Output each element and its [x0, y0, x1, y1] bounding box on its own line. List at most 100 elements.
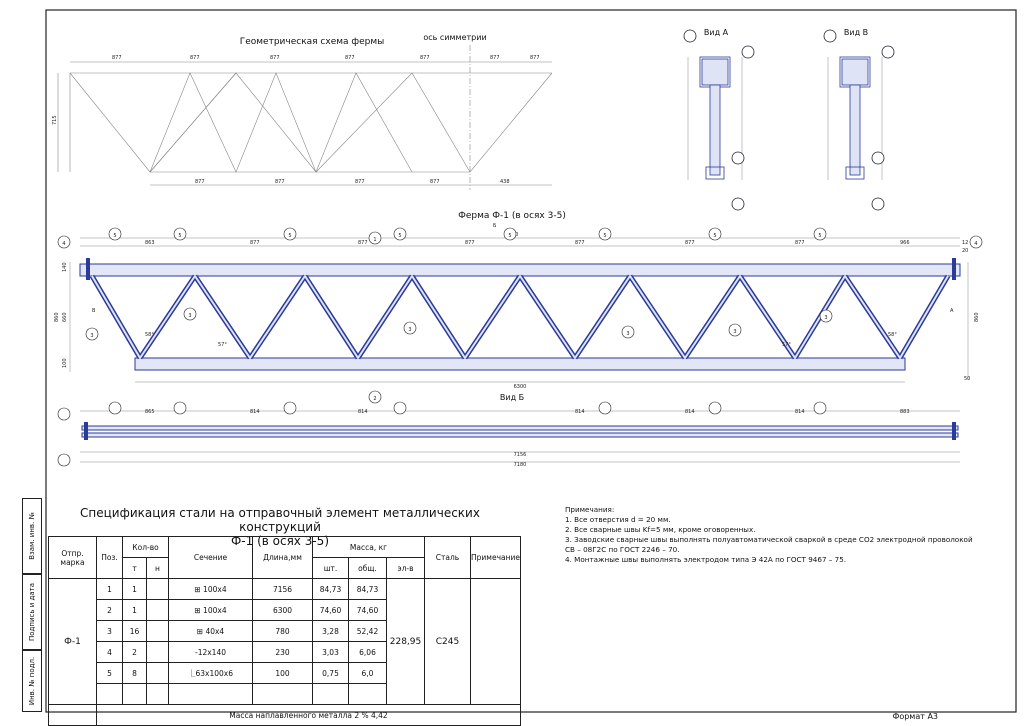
view-b-mark: Б [493, 223, 497, 229]
svg-text:5: 5 [398, 233, 401, 239]
view-b-dims: 865 814 814 814 814 814 883 7156 7180 [145, 409, 910, 468]
truss-angles: 58° 57° 57° 58° [145, 332, 897, 348]
svg-text:3: 3 [824, 315, 827, 321]
col-steel: Сталь [424, 536, 471, 579]
stamp-inventory: Инв. № подл. [22, 650, 42, 712]
table-row: 5 8 ⎿63х100х6 100 0,75 6,0 [49, 662, 521, 684]
svg-text:3: 3 [733, 329, 736, 335]
svg-text:4: 4 [974, 241, 977, 247]
stamp-signature: Подпись и дата [22, 574, 42, 650]
svg-text:877: 877 [190, 55, 200, 61]
truss-left-dims: 140 860 660 100 [54, 262, 68, 368]
svg-text:877: 877 [250, 240, 260, 246]
note-item: СВ – 08Г2С по ГОСТ 2246 – 70. [565, 545, 680, 554]
truss-top-dims: 863 877 877 877 877 877 877 966 [145, 240, 910, 246]
geometric-scheme-title: Геометрическая схема фермы [240, 37, 385, 47]
svg-text:3: 3 [188, 313, 191, 319]
svg-text:100: 100 [62, 358, 68, 368]
truss-frame [69, 237, 969, 383]
col-note: Примечание [470, 536, 521, 579]
col-qty-t: т [122, 557, 147, 579]
col-mass-pc: шт. [312, 557, 349, 579]
cell-steel: С245 [424, 578, 471, 705]
col-pos: Поз. [96, 536, 123, 579]
view-v-title: Вид В [844, 28, 868, 37]
svg-text:877: 877 [112, 55, 122, 61]
svg-text:860: 860 [54, 312, 60, 322]
svg-text:4: 4 [62, 241, 65, 247]
view-v [823, 29, 895, 211]
svg-text:877: 877 [345, 55, 355, 61]
svg-text:877: 877 [465, 240, 475, 246]
geometric-dims-bottom: 877 877 877 877 438 [195, 179, 510, 185]
col-mass-el: эл-в [386, 557, 425, 579]
geometric-height-dim: 715 [52, 115, 58, 125]
cell-element-mass: 228,95 [386, 578, 425, 705]
col-mark: Отпр. марка [48, 536, 97, 579]
view-b-plan [80, 410, 960, 463]
weld-mass: Масса наплавленного металла 2 % 4,42 [96, 704, 521, 726]
truss-callouts [57, 227, 983, 404]
col-qty: Кол-во [122, 536, 169, 558]
svg-text:3: 3 [408, 327, 411, 333]
format-label: Формат А3 [892, 712, 938, 721]
col-mass: Масса, кг [312, 536, 425, 558]
svg-text:57°: 57° [218, 342, 227, 348]
side-mark-right: А [950, 308, 954, 314]
svg-text:2: 2 [373, 396, 376, 402]
notes-heading: Примечания: [565, 505, 615, 514]
svg-text:660: 660 [62, 312, 68, 322]
view-a-title: Вид А [704, 28, 729, 37]
svg-text:877: 877 [530, 55, 540, 61]
svg-text:5: 5 [178, 233, 181, 239]
svg-text:50: 50 [964, 376, 970, 382]
view-a [683, 29, 755, 211]
spec-table: Отпр. марка Поз. Кол-во Сечение Длина,мм… [48, 536, 521, 726]
view-b-title: Вид Б [500, 393, 524, 402]
svg-text:5: 5 [713, 233, 716, 239]
note-item: 1. Все отверстия d = 20 мм. [565, 515, 671, 524]
truss-right-dims: 12 20 860 50 [962, 240, 980, 382]
svg-text:3: 3 [626, 331, 629, 337]
svg-text:865: 865 [145, 409, 155, 415]
svg-text:814: 814 [575, 409, 585, 415]
symmetry-axis-label: ось симметрии [423, 33, 486, 42]
svg-text:58°: 58° [145, 332, 154, 338]
sheet-frame [45, 9, 1017, 713]
note-item: 4. Монтажные швы выполнять электродом ти… [565, 555, 847, 564]
truss-bottom-dim: 6300 [514, 384, 527, 390]
svg-text:863: 863 [145, 240, 155, 246]
svg-text:5: 5 [508, 233, 511, 239]
svg-text:5: 5 [818, 233, 821, 239]
col-length: Длина,мм [252, 536, 313, 579]
note-item: 3. Заводские сварные швы выполнять полуа… [565, 535, 973, 544]
svg-text:57°: 57° [782, 342, 791, 348]
truss-end-plates [86, 258, 956, 280]
svg-text:877: 877 [575, 240, 585, 246]
notes: Примечания: 1. Все отверстия d = 20 мм. … [565, 505, 995, 565]
svg-text:877: 877 [195, 179, 205, 185]
svg-text:5: 5 [603, 233, 606, 239]
svg-text:877: 877 [358, 240, 368, 246]
svg-text:814: 814 [358, 409, 368, 415]
truss-callout-labels: 5 5 5 1 5 5 5 5 5 4 4 2 3 3 3 3 3 3 [62, 233, 977, 402]
svg-text:877: 877 [275, 179, 285, 185]
cell-note [470, 578, 521, 705]
side-mark-left: В [92, 308, 96, 314]
stamp-replacement: Взам. инв. № [22, 498, 42, 574]
svg-text:883: 883 [900, 409, 910, 415]
svg-text:877: 877 [270, 55, 280, 61]
svg-text:814: 814 [685, 409, 695, 415]
geometric-dims-top: 877 877 877 877 877 877 877 [112, 55, 540, 61]
svg-text:877: 877 [490, 55, 500, 61]
svg-text:140: 140 [62, 262, 68, 272]
svg-text:5: 5 [113, 233, 116, 239]
svg-text:877: 877 [355, 179, 365, 185]
col-qty-n: н [146, 557, 169, 579]
svg-text:7180: 7180 [514, 462, 527, 468]
svg-text:7156: 7156 [514, 452, 527, 458]
svg-text:966: 966 [900, 240, 910, 246]
svg-text:877: 877 [420, 55, 430, 61]
